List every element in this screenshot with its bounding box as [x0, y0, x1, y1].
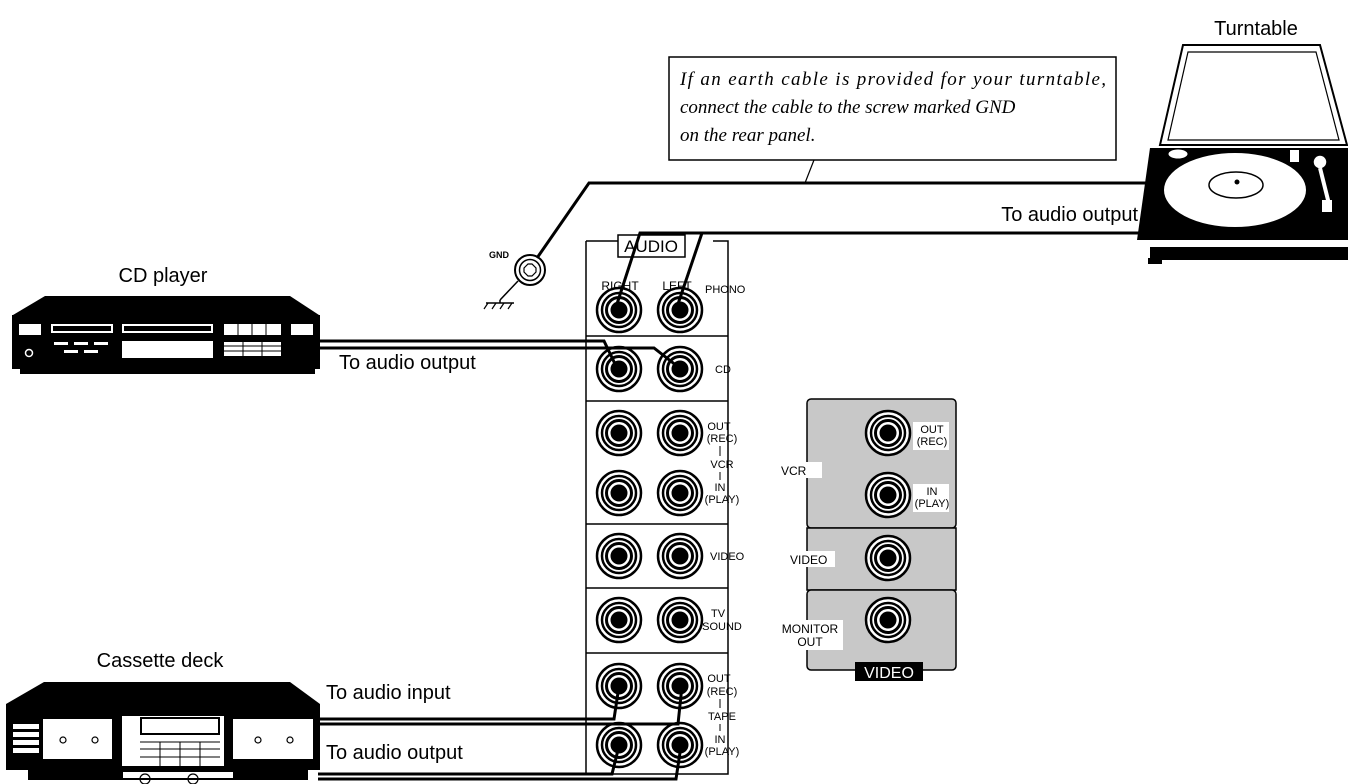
- cables: [318, 181, 1160, 781]
- tape-in-label: IN: [715, 734, 726, 746]
- cd-right-jack: [595, 345, 643, 393]
- cassette-deck-label: Cassette deck: [97, 650, 225, 672]
- phono-label: PHONO: [705, 284, 746, 296]
- note-pointer: [804, 159, 815, 184]
- video-panel: OUT (REC) IN (PLAY) VCR VIDEO MONITOR OU…: [777, 398, 957, 682]
- video-vcr-rec-label: (REC): [917, 436, 948, 448]
- video-in-jack: [864, 534, 912, 582]
- video-vcr-out-label: OUT: [920, 424, 944, 436]
- tv-right-jack: [595, 596, 643, 644]
- gnd-label: GND: [489, 250, 510, 260]
- audio-panel: AUDIO RIGHT LEFT PHONO CD OUT (REC) VCR …: [585, 234, 746, 775]
- phono-left-cable: [675, 232, 704, 308]
- video-vcr-out-jack: [864, 409, 912, 457]
- monitor-out-label: OUT: [797, 635, 823, 649]
- tape-label: TAPE: [708, 711, 736, 723]
- tape-in-right-jack: [595, 721, 643, 769]
- vcr-out-right-jack: [595, 409, 643, 457]
- video-right-jack: [595, 532, 643, 580]
- turntable-connection-label: To audio output: [1001, 204, 1138, 226]
- vcr-label: VCR: [710, 459, 733, 471]
- turntable-label: Turntable: [1214, 18, 1298, 40]
- ground-cable: [535, 181, 1160, 259]
- video-vcr-label: VCR: [781, 464, 807, 478]
- cd-left-jack: [656, 345, 704, 393]
- vcr-in-left-jack: [656, 469, 704, 517]
- note-line-1: If an earth cable is provided for your t…: [679, 69, 1106, 90]
- gnd-terminal: GND: [483, 250, 546, 310]
- turntable-illustration: Turntable: [1137, 18, 1348, 264]
- tape-input-connection-label: To audio input: [326, 682, 451, 704]
- video-vcr-in-label: IN: [927, 486, 938, 498]
- tape-out-label: OUT: [707, 673, 731, 685]
- tape-out-right-cable: [318, 745, 621, 776]
- tv-label: TV: [711, 608, 726, 620]
- tape-output-connection-label: To audio output: [326, 742, 463, 764]
- note-line-2: connect the cable to the screw marked GN…: [680, 97, 1016, 118]
- vcr-in-label: IN: [715, 482, 726, 494]
- monitor-out-jack: [864, 596, 912, 644]
- video-panel-title: VIDEO: [864, 665, 914, 682]
- vcr-in-right-jack: [595, 469, 643, 517]
- gnd-note: If an earth cable is provided for your t…: [668, 56, 1117, 184]
- tape-out-left-cable: [318, 745, 683, 781]
- cd-connection-label: To audio output: [339, 352, 476, 374]
- video-left-jack: [656, 532, 704, 580]
- tv-left-jack: [656, 596, 704, 644]
- tape-in-play-label: (PLAY): [705, 746, 740, 758]
- note-line-3: on the rear panel.: [680, 125, 815, 146]
- cd-left-cable: [320, 346, 678, 368]
- vcr-out-label: OUT: [707, 421, 731, 433]
- video-in-label: VIDEO: [790, 553, 827, 567]
- monitor-label: MONITOR: [782, 622, 839, 636]
- video-vcr-in-jack: [864, 471, 912, 519]
- cd-label: CD: [715, 364, 731, 376]
- vcr-in-play-label: (PLAY): [705, 494, 740, 506]
- cd-right-cable: [320, 339, 618, 367]
- tape-out-rec-label: (REC): [707, 686, 738, 698]
- cd-player-label: CD player: [119, 265, 208, 287]
- tape-in-left-cable: [318, 685, 684, 726]
- video-audio-label: VIDEO: [710, 551, 745, 563]
- vcr-out-left-jack: [656, 409, 704, 457]
- cassette-deck-illustration: Cassette deck: [6, 650, 320, 784]
- sound-label: SOUND: [702, 621, 742, 633]
- cd-player-illustration: CD player: [12, 265, 320, 374]
- tape-in-right-cable: [318, 685, 621, 721]
- video-vcr-play-label: (PLAY): [915, 498, 950, 510]
- phono-right-cable: [614, 231, 1148, 308]
- vcr-out-rec-label: (REC): [707, 433, 738, 445]
